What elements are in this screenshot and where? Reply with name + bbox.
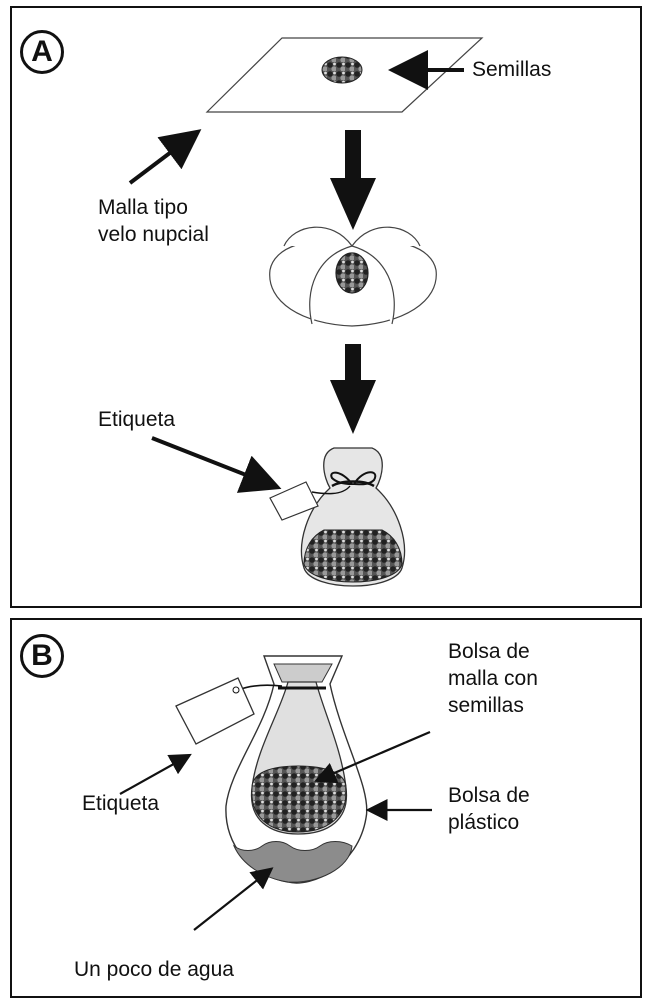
water-arrow: [194, 870, 270, 930]
panel-a-illustration: [12, 8, 644, 610]
label-semillas: Semillas: [472, 56, 551, 83]
mesh-arrow: [130, 134, 195, 183]
label-agua: Un poco de agua: [74, 956, 234, 983]
down-arrow-2: [330, 344, 376, 434]
seed-pile: [322, 57, 362, 83]
tag-b: [176, 678, 254, 744]
tag-b-arrow: [120, 756, 188, 794]
label-etiqueta-a: Etiqueta: [98, 406, 175, 433]
folded-mesh: [270, 227, 437, 326]
label-bolsa-plastico: Bolsa de plástico: [448, 782, 530, 836]
label-malla: Malla tipo velo nupcial: [98, 194, 209, 248]
panel-b: B Bolsa: [10, 618, 642, 998]
tied-mesh-bag: [302, 448, 405, 586]
label-bolsa-malla: Bolsa de malla con semillas: [448, 638, 538, 719]
label-etiqueta-b: Etiqueta: [82, 790, 159, 817]
tag-arrow: [152, 438, 274, 486]
panel-a: A: [10, 6, 642, 608]
down-arrow-1: [330, 130, 376, 230]
